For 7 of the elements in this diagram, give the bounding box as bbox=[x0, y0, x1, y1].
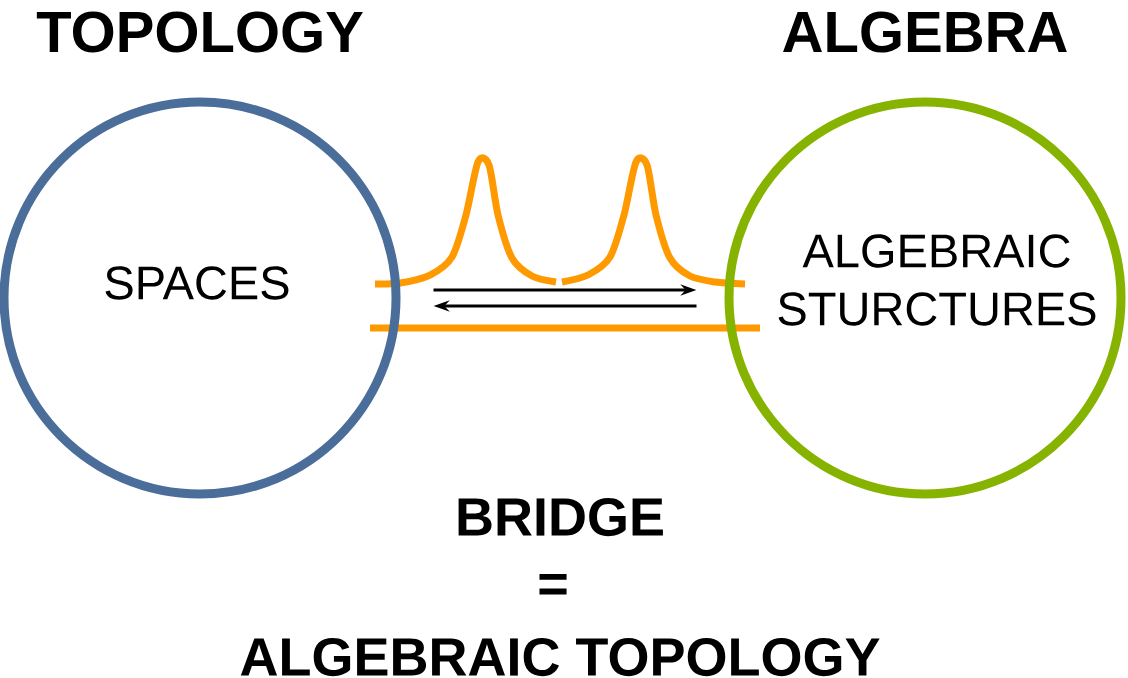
node-text: ALGEBRAIC STURCTURES bbox=[778, 234, 1096, 326]
bridge-label: BRIDGE bbox=[458, 497, 663, 537]
result-label: ALGEBRAIC TOPOLOGY bbox=[240, 637, 880, 677]
node-text: SPACES bbox=[105, 266, 289, 300]
heading: ALGEBRA bbox=[783, 11, 1067, 53]
equals-sign: = bbox=[539, 574, 567, 595]
heading: TOPOLOGY bbox=[36, 11, 363, 53]
